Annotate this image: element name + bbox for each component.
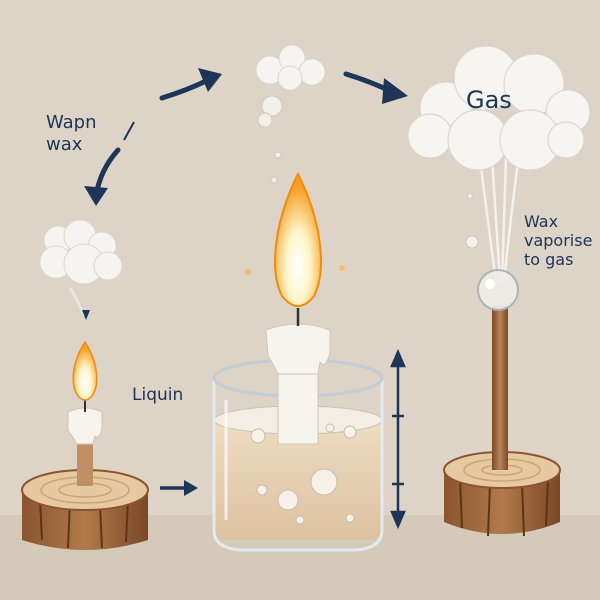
left-vapor-trail	[68, 287, 86, 317]
left-small-arrow	[82, 310, 90, 320]
warm-wax-label: Wapn wax	[46, 112, 97, 155]
up-arrow	[159, 77, 211, 101]
vaporise-line-3: to gas	[524, 250, 574, 270]
gas-bubble	[477, 269, 519, 311]
to-jar-arrow-head	[184, 480, 198, 496]
right-arrow-head	[382, 78, 408, 104]
up-arrow-head	[198, 68, 222, 92]
warm-wax-line-2: wax	[46, 133, 83, 155]
middle-vapor-cloud	[255, 44, 326, 91]
middle-flame	[274, 171, 322, 307]
gas-label: Gas	[466, 86, 512, 114]
middle-vapor-bubbles	[257, 95, 283, 184]
level-indicator	[390, 348, 406, 530]
liquid-label: Liquin	[132, 385, 184, 405]
label-pointer	[123, 121, 135, 141]
left-candle	[67, 400, 103, 486]
vaporise-label: Wax vaporise to gas	[524, 212, 592, 270]
down-arrow-head	[84, 186, 108, 206]
left-flame	[72, 340, 98, 401]
vaporise-line-2: vaporise	[524, 231, 593, 251]
flame-sparks	[245, 265, 345, 275]
small-gas-bubbles	[465, 193, 479, 249]
vapor-streams	[478, 157, 520, 283]
left-vapor-cloud	[39, 219, 123, 285]
liquid-bubbles	[250, 423, 357, 525]
right-stem	[492, 306, 508, 470]
vaporise-line-1: Wax	[524, 212, 559, 231]
gas-cloud	[407, 45, 591, 171]
warm-wax-line-1: Wapn	[46, 112, 97, 133]
gas-bubble-shine	[485, 279, 495, 289]
middle-candle	[265, 308, 331, 445]
